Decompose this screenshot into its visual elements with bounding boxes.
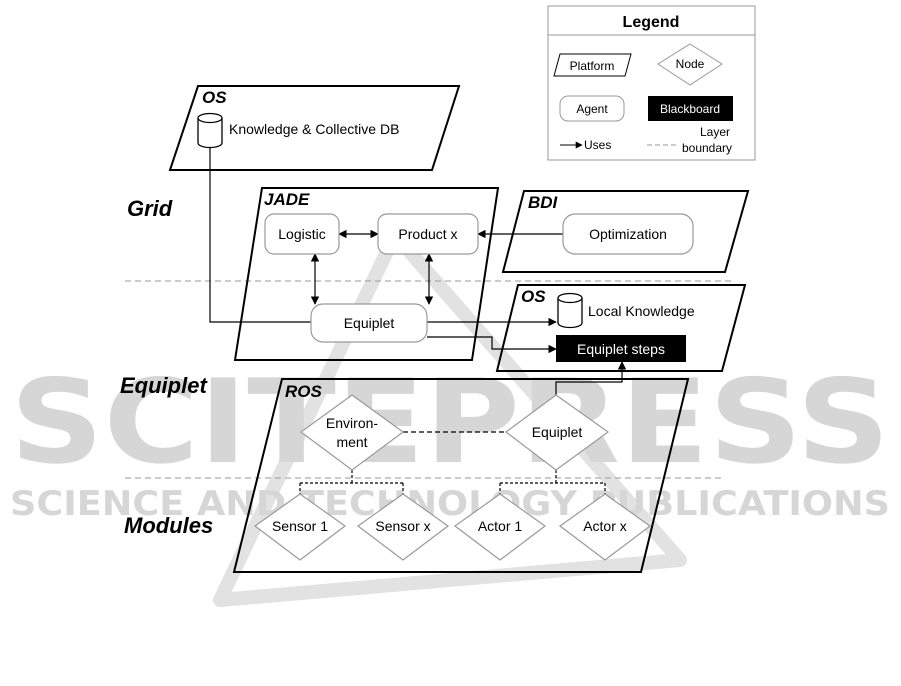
watermark-title: SCITEPRESS — [10, 355, 890, 490]
platform-os-top — [168, 85, 461, 171]
node-sensor-x-label: Sensor x — [375, 518, 430, 534]
platform-os-right — [495, 284, 747, 372]
legend-platform-label: Platform — [570, 59, 615, 73]
node-environment-label-1: Environ- — [326, 415, 378, 431]
layer-label-modules: Modules — [124, 513, 213, 538]
legend-blackboard-label: Blackboard — [660, 102, 720, 116]
connector-node-steps — [555, 361, 627, 395]
agent-optimization-label: Optimization — [589, 226, 667, 242]
agent-logistic[interactable] — [264, 213, 340, 255]
watermark-triangle — [213, 228, 687, 607]
node-sensor-1-label: Sensor 1 — [272, 518, 328, 534]
agent-product-label: Product x — [398, 226, 457, 242]
layer-label-grid: Grid — [127, 196, 173, 221]
agent-logistic-label: Logistic — [278, 226, 325, 242]
node-actor-1[interactable] — [453, 493, 547, 561]
platform-os-right-label: OS — [521, 287, 546, 306]
database-local-label: Local Knowledge — [588, 303, 695, 319]
platform-ros-label: ROS — [285, 382, 323, 401]
platform-bdi-label: BDI — [528, 193, 559, 212]
legend-agent-shape — [559, 95, 625, 122]
node-environment-label-2: ment — [336, 434, 367, 450]
node-sensor-x[interactable] — [356, 493, 450, 561]
legend-node-shape — [657, 43, 723, 86]
platform-os-top-label: OS — [202, 88, 227, 107]
legend-box — [547, 5, 756, 161]
node-actor-x-label: Actor x — [583, 518, 627, 534]
agent-equiplet-label: Equiplet — [344, 315, 395, 331]
cylinder-icon — [557, 298, 583, 329]
legend-uses-label: Uses — [584, 138, 611, 152]
database-knowledge: Knowledge & Collective DB — [197, 112, 399, 149]
legend: Legend Platform Node Agent Blackboard Us… — [547, 5, 756, 161]
platform-bdi — [501, 190, 750, 273]
blackboard-equiplet-steps-label: Equiplet steps — [577, 341, 665, 357]
watermark: SCITEPRESS SCIENCE AND TECHNOLOGY PUBLIC… — [10, 228, 890, 607]
connector-db-equiplet — [209, 148, 311, 323]
legend-platform-shape — [553, 53, 632, 77]
connector-equiplet-steps — [427, 336, 557, 354]
agent-optimization[interactable] — [562, 213, 694, 255]
platform-jade — [233, 187, 500, 361]
legend-layer-label-2: boundary — [682, 141, 732, 155]
platform-ros — [232, 378, 690, 573]
legend-layer-label-1: Layer — [700, 125, 730, 139]
watermark-subtitle: SCIENCE AND TECHNOLOGY PUBLICATIONS — [10, 484, 890, 524]
database-local: Local Knowledge — [557, 292, 695, 329]
legend-agent-label: Agent — [576, 102, 608, 116]
node-equiplet-label: Equiplet — [532, 424, 583, 440]
node-sensor-1[interactable] — [253, 493, 347, 561]
node-environment[interactable] — [299, 394, 405, 471]
blackboard-equiplet-steps[interactable] — [556, 335, 686, 362]
platform-jade-label: JADE — [264, 190, 310, 209]
agent-equiplet[interactable] — [310, 303, 428, 343]
legend-title: Legend — [623, 14, 680, 31]
database-knowledge-label: Knowledge & Collective DB — [229, 121, 399, 137]
node-actor-x[interactable] — [558, 493, 652, 561]
agent-product[interactable] — [377, 213, 479, 255]
node-actor-1-label: Actor 1 — [478, 518, 523, 534]
legend-node-label: Node — [676, 57, 705, 71]
legend-blackboard-shape — [648, 96, 733, 121]
cylinder-icon — [197, 118, 223, 149]
layer-label-equiplet: Equiplet — [120, 373, 208, 398]
node-equiplet[interactable] — [504, 394, 610, 471]
